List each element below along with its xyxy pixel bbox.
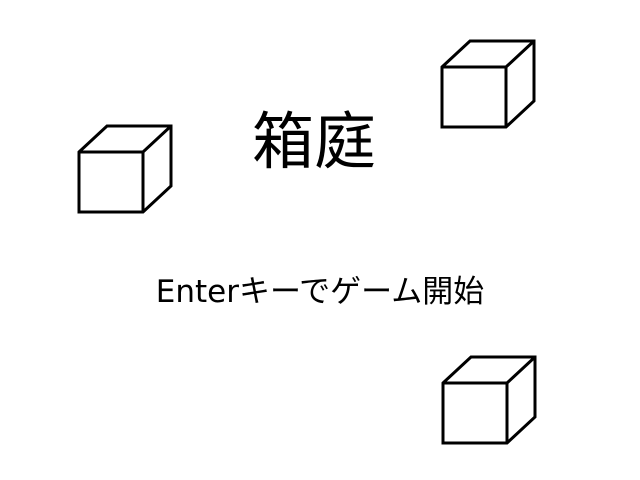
game-title: 箱庭 [251, 105, 376, 178]
cube-icon [440, 39, 536, 129]
cube-icon [441, 355, 537, 445]
start-prompt: Enterキーでゲーム開始 [155, 274, 485, 310]
cube-icon [77, 124, 173, 214]
